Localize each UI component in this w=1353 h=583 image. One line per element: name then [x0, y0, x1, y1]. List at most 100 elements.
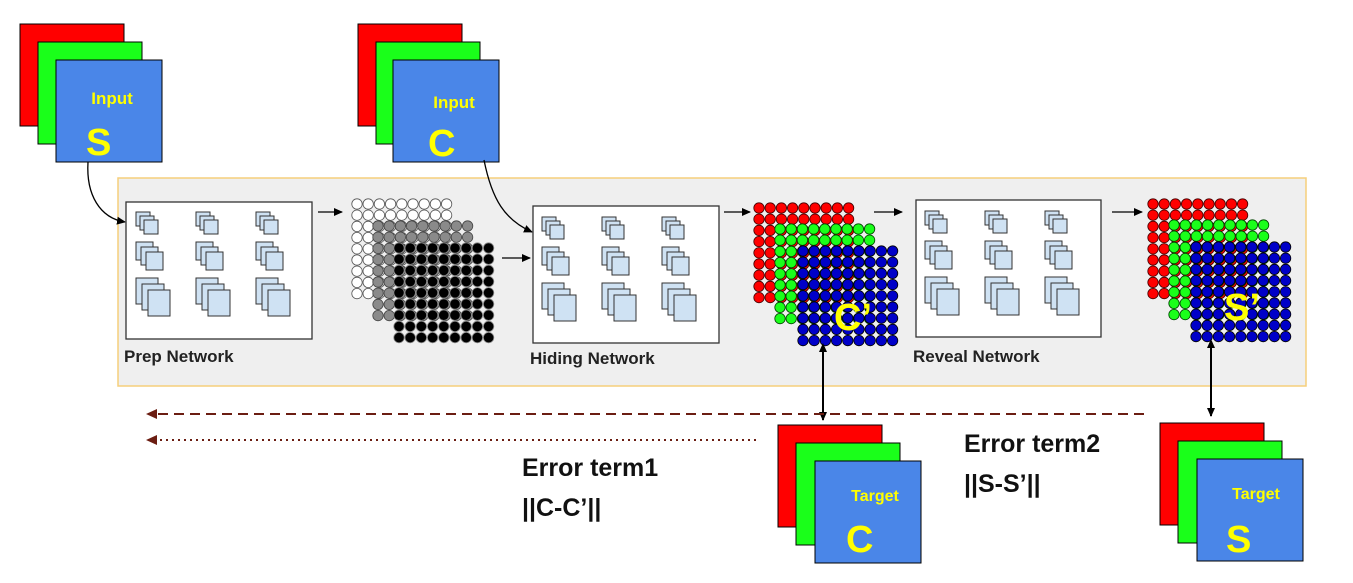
pixel-dot [1147, 276, 1159, 288]
input-secret-stack: Input S [19, 23, 163, 164]
pixel-dot [1257, 274, 1269, 287]
pixel-dot [853, 267, 865, 279]
pixel-dot [1235, 297, 1247, 309]
layer-page [673, 294, 697, 322]
pixel-dot [864, 245, 876, 257]
pixel-dot [362, 220, 374, 232]
pixel-dot [797, 245, 809, 257]
pixel-dot [1246, 219, 1259, 231]
pixel-dot [373, 209, 385, 221]
pixel-dot [372, 276, 384, 288]
pixel-dot [1280, 241, 1292, 253]
pixel-dot [774, 301, 786, 313]
layer-page [549, 224, 565, 240]
pixel-dot [394, 220, 406, 232]
pixel-dot [471, 275, 483, 288]
pixel-dot [785, 234, 797, 246]
blue-channel [814, 460, 922, 564]
pixel-dot [1280, 263, 1292, 275]
layer-page [934, 250, 953, 270]
pixel-dot [428, 220, 440, 232]
layer-page [932, 218, 948, 234]
input-cover-stack: Input C [357, 23, 500, 165]
pixel-dot [450, 220, 462, 232]
pixel-dot [426, 264, 439, 276]
pixel-dot [438, 309, 450, 321]
pixel-dot [426, 242, 439, 254]
pixel-dot [417, 220, 429, 232]
pixel-dot [1168, 308, 1180, 321]
pixel-dot [1190, 230, 1203, 242]
pixel-dot [1179, 286, 1191, 298]
pixel-dot [429, 198, 441, 210]
pixel-dot [1235, 319, 1247, 331]
pixel-dot [1257, 308, 1269, 320]
pixel-dot [404, 275, 416, 288]
pixel-dot [1224, 219, 1236, 231]
pixel-dot [764, 258, 776, 270]
pixel-dot [786, 202, 799, 214]
pixel-dot [383, 309, 395, 322]
pixel-dot [460, 275, 472, 288]
pixel-dot [764, 269, 776, 281]
pixel-dot [404, 264, 416, 276]
hiding-network-layers [541, 216, 697, 322]
pixel-dot [1246, 241, 1258, 253]
pixel-dot [1235, 286, 1247, 298]
blue-channel [55, 59, 163, 163]
pixel-dot [830, 301, 843, 313]
pixel-dot [1147, 198, 1159, 210]
pixel-dot [460, 331, 472, 344]
pixel-dot [1268, 297, 1281, 309]
pixel-dot [362, 265, 374, 277]
pixel-dot [1168, 286, 1180, 298]
pixel-dot [774, 245, 786, 257]
pixel-dot [808, 256, 820, 268]
pixel-dot [797, 267, 809, 279]
pixel-dot [439, 231, 451, 243]
pixel-dot [1235, 219, 1247, 231]
pixel-dot [819, 312, 832, 324]
pixel-dot [830, 245, 843, 257]
pixel-dot [1181, 209, 1193, 221]
pixel-dot [407, 209, 419, 221]
layer-page [553, 294, 577, 322]
pixel-dot [1224, 252, 1236, 264]
pixel-dot [819, 245, 832, 257]
pixel-dot [1201, 274, 1213, 287]
pixel-dot [820, 202, 832, 214]
pixel-dot [449, 298, 461, 310]
pixel-dot [471, 242, 483, 254]
pixel-dot [886, 334, 899, 347]
pixel-dot [471, 298, 483, 310]
input-cover-arrow [483, 159, 533, 233]
pixel-dot [764, 202, 776, 214]
pixel-dot [1213, 219, 1225, 231]
pixel-dot [785, 301, 797, 313]
pixel-dot [471, 320, 483, 332]
pixel-dot [753, 280, 765, 292]
pixel-dot [830, 223, 842, 235]
pixel-dot [438, 298, 450, 310]
pixel-dot [393, 331, 405, 344]
pixel-dot [372, 242, 384, 254]
error-term2-formula: ||S-S’|| [964, 470, 1041, 498]
pixel-dot [1147, 265, 1159, 277]
pixel-dot [1212, 263, 1225, 275]
pixel-dot [1280, 319, 1292, 331]
pixel-dot [460, 253, 472, 265]
pixel-dot [796, 234, 809, 246]
pixel-dot [1224, 330, 1236, 343]
pixel-dot [429, 209, 441, 221]
pixel-dot [384, 209, 397, 221]
layer-page [669, 224, 685, 240]
pixel-dot [831, 213, 844, 225]
pixel-dot [1181, 198, 1193, 210]
pixel-dot [1280, 286, 1292, 298]
pixel-dot [471, 264, 483, 276]
pixel-dot [1257, 263, 1269, 275]
pixel-dot [1246, 252, 1258, 264]
pixel-dot [1203, 209, 1215, 221]
pixel-dot [482, 320, 495, 332]
pixel-dot [415, 275, 427, 288]
